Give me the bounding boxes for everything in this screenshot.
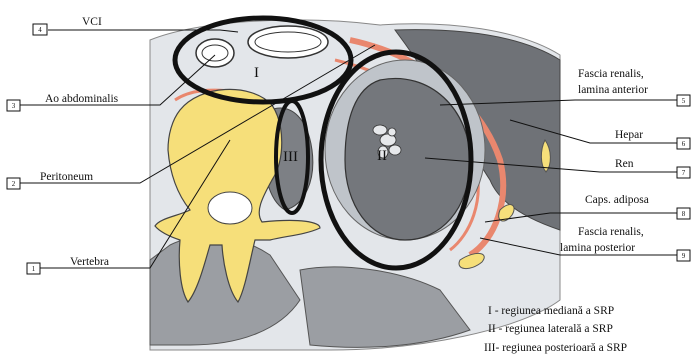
region-i-label: I: [254, 65, 259, 81]
vci-inner: [255, 32, 321, 52]
svg-text:4: 4: [38, 26, 42, 34]
svg-text:3: 3: [12, 102, 16, 110]
legend-item-3: III- regiunea posterioară a SRP: [484, 342, 627, 354]
number-box-peritoneum: 2: [7, 178, 20, 189]
svg-text:6: 6: [682, 140, 686, 148]
number-box-vci: 4: [33, 24, 47, 35]
number-box-hepar: 6: [677, 138, 690, 149]
number-box-fascia-anterior: 5: [677, 95, 690, 106]
label-vci: VCI: [82, 16, 102, 28]
number-box-fascia-posterior: 9: [677, 250, 690, 261]
svg-text:2: 2: [12, 180, 16, 188]
svg-text:8: 8: [682, 210, 686, 218]
label-hepar: Hepar: [615, 129, 643, 141]
svg-text:9: 9: [682, 252, 686, 260]
label-peritoneum: Peritoneum: [40, 171, 93, 183]
label-caps-adiposa: Caps. adiposa: [585, 194, 649, 206]
legend: I - regiunea mediană a SRP II - regiunea…: [484, 305, 627, 354]
svg-text:7: 7: [682, 169, 686, 177]
number-box-vertebra: 1: [27, 263, 40, 274]
number-box-ao: 3: [7, 100, 20, 111]
svg-text:1: 1: [32, 265, 36, 273]
number-box-ren: 7: [677, 167, 690, 178]
label-fascia-posterior-line1: Fascia renalis,: [578, 226, 644, 238]
label-fascia-anterior-line2: lamina anterior: [578, 84, 648, 96]
label-ao-abdominalis: Ao abdominalis: [45, 93, 119, 105]
number-box-caps: 8: [677, 208, 690, 219]
label-vertebra: Vertebra: [70, 256, 109, 268]
label-fascia-anterior-line1: Fascia renalis,: [578, 68, 644, 80]
spinal-canal: [208, 192, 252, 224]
legend-item-1: I - regiunea mediană a SRP: [488, 305, 614, 317]
region-iii-label: III: [283, 149, 298, 165]
region-ii-label: II: [377, 148, 387, 164]
svg-text:5: 5: [682, 97, 686, 105]
label-fascia-posterior-line2: lamina posterior: [560, 242, 635, 254]
legend-item-2: II - regiunea laterală a SRP: [488, 323, 613, 335]
ao-abdominalis-inner: [202, 45, 228, 61]
label-ren: Ren: [615, 158, 634, 170]
